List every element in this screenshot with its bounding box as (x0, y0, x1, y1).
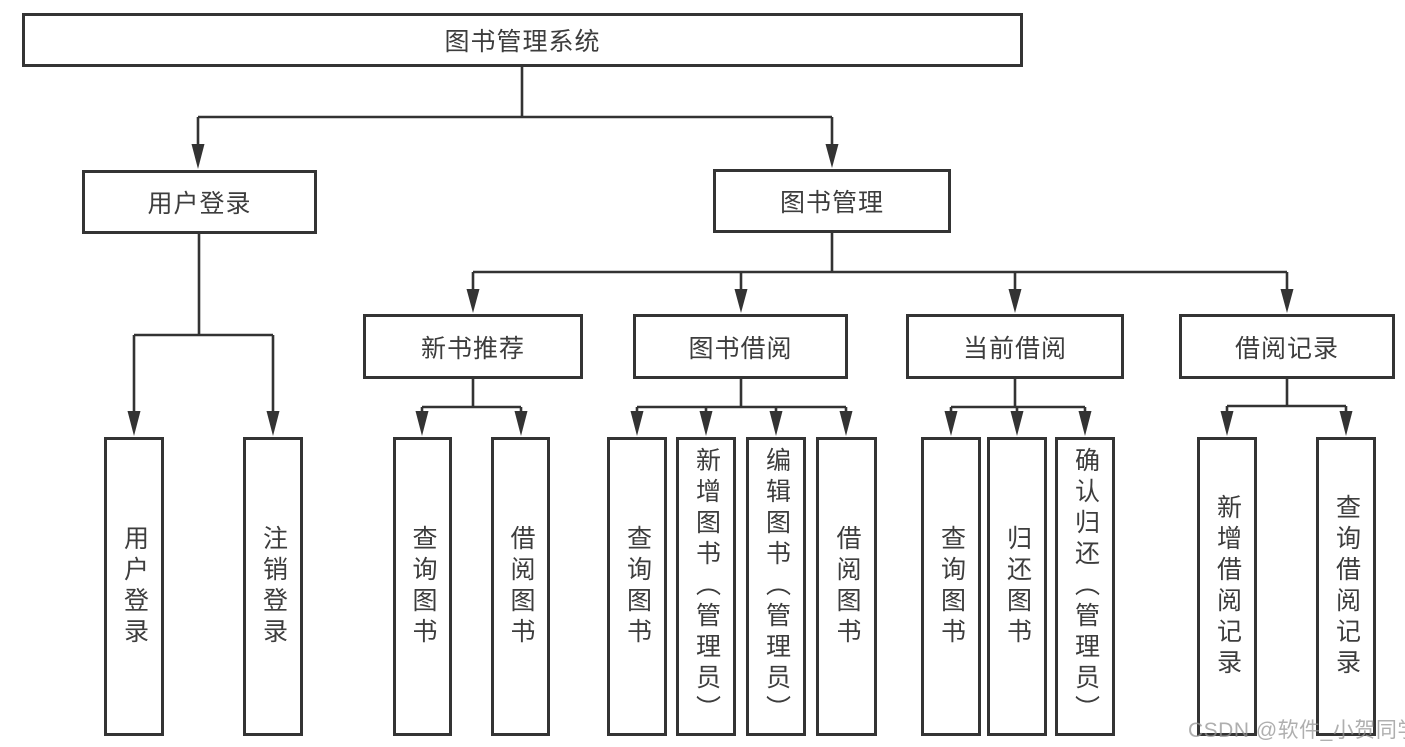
leaf-label: 归还图书 (1003, 524, 1032, 649)
node-label: 借阅记录 (1234, 334, 1339, 363)
leaf-label: 用户登录 (120, 524, 149, 649)
node-label: 图书借阅 (688, 334, 793, 363)
leaf-label: 查询借阅记录 (1332, 493, 1361, 680)
node-label: 图书管理系统 (444, 28, 601, 56)
connector-book-management-children (466, 233, 1294, 313)
leaf-query-books-recommend: 查询图书 (393, 437, 452, 736)
node-borrow-record: 借阅记录 (1179, 314, 1395, 379)
leaf-return-book: 归还图书 (987, 437, 1047, 736)
leaf-borrow-books: 借阅图书 (816, 437, 877, 736)
connector-root-to-level2 (191, 67, 839, 169)
node-current-borrow: 当前借阅 (906, 314, 1124, 379)
node-label: 用户登录 (147, 190, 252, 218)
csdn-watermark: CSDN @软件_小贺同学 (1188, 719, 1405, 742)
leaf-label: 查询图书 (623, 524, 652, 649)
leaf-logout: 注销登录 (243, 437, 303, 736)
leaf-query-books-borrow: 查询图书 (607, 437, 667, 736)
leaf-label: 新增图书（管理员） (692, 447, 721, 726)
leaf-add-borrow-record: 新增借阅记录 (1197, 437, 1257, 736)
node-label: 当前借阅 (962, 334, 1067, 363)
leaf-label: 注销登录 (259, 524, 288, 649)
connector-book-borrow-children (630, 379, 853, 436)
leaf-label: 查询图书 (937, 524, 966, 649)
connector-user-login-children (127, 234, 280, 436)
leaf-edit-book-admin: 编辑图书（管理员） (746, 437, 806, 736)
node-user-login: 用户登录 (82, 170, 317, 234)
leaf-borrow-books-recommend: 借阅图书 (491, 437, 550, 736)
leaf-label: 查询图书 (409, 524, 437, 649)
node-label: 图书管理 (779, 189, 884, 217)
node-book-borrow: 图书借阅 (633, 314, 848, 379)
leaf-label: 确认归还（管理员） (1071, 447, 1100, 726)
leaf-query-books-current: 查询图书 (921, 437, 981, 736)
leaf-label: 借阅图书 (507, 524, 535, 649)
connector-borrow-record-children (1220, 379, 1353, 436)
leaf-label: 新增借阅记录 (1213, 493, 1242, 680)
leaf-label: 编辑图书（管理员） (762, 447, 791, 726)
leaf-query-borrow-record: 查询借阅记录 (1316, 437, 1376, 736)
leaf-label: 借阅图书 (833, 524, 861, 649)
leaf-user-login: 用户登录 (104, 437, 164, 736)
node-book-management: 图书管理 (713, 169, 951, 233)
leaf-add-book-admin: 新增图书（管理员） (676, 437, 736, 736)
node-new-book-recommend: 新书推荐 (363, 314, 583, 379)
connector-new-book-children (415, 379, 528, 436)
leaf-confirm-return-admin: 确认归还（管理员） (1055, 437, 1115, 736)
connector-current-borrow-children (944, 379, 1092, 436)
node-label: 新书推荐 (420, 334, 525, 363)
node-book-management-system: 图书管理系统 (22, 13, 1023, 67)
